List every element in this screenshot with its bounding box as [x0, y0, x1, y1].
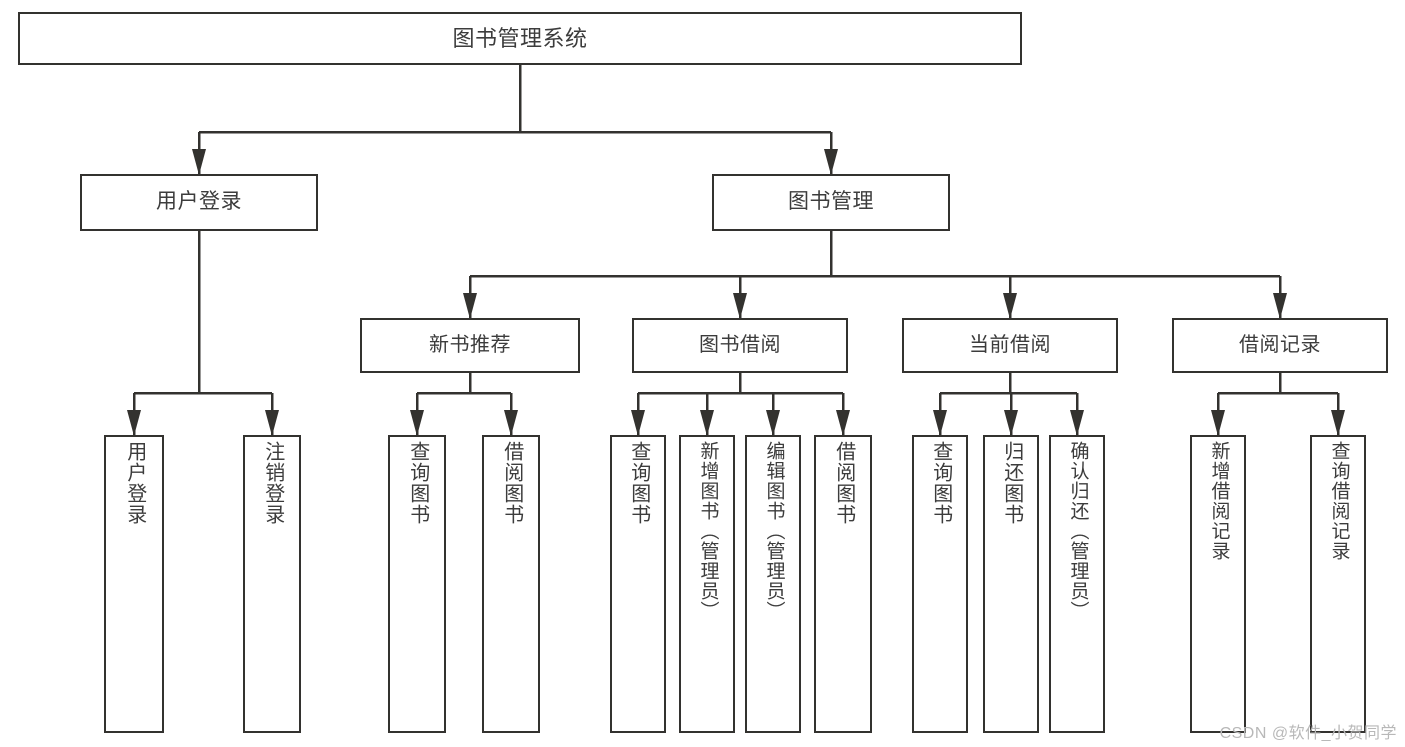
node-leaf-cur-confirm[interactable]: 确认归还（管理员） — [1049, 435, 1105, 733]
node-leaf-cur-return[interactable]: 归还图书 — [983, 435, 1039, 733]
node-leaf-rec-search[interactable]: 查询借阅记录 — [1310, 435, 1366, 733]
node-label: 借阅记录 — [1239, 334, 1321, 356]
node-label: 注销登录 — [261, 441, 284, 525]
node-label: 当前借阅 — [969, 334, 1051, 356]
node-book-borrow[interactable]: 图书借阅 — [632, 318, 848, 373]
node-user-login[interactable]: 用户登录 — [80, 174, 318, 231]
node-leaf-rec-borrow[interactable]: 借阅图书 — [482, 435, 540, 733]
node-label: 借阅图书 — [832, 441, 855, 525]
watermark-text: CSDN @软件_小贺同学 — [1219, 725, 1397, 742]
node-label: 图书借阅 — [699, 334, 781, 356]
node-borrow-record[interactable]: 借阅记录 — [1172, 318, 1388, 373]
node-label: 新书推荐 — [429, 334, 511, 356]
node-label: 查询图书 — [929, 441, 952, 525]
node-label: 查询借阅记录 — [1328, 441, 1350, 561]
node-leaf-book-borrow[interactable]: 借阅图书 — [814, 435, 872, 733]
node-label: 确认归还（管理员） — [1067, 441, 1089, 621]
node-label: 归还图书 — [1000, 441, 1023, 525]
node-current-borrow[interactable]: 当前借阅 — [902, 318, 1118, 373]
node-label: 用户登录 — [123, 441, 146, 525]
node-leaf-user-logout[interactable]: 注销登录 — [243, 435, 301, 733]
node-leaf-rec-add[interactable]: 新增借阅记录 — [1190, 435, 1246, 733]
node-leaf-user-login[interactable]: 用户登录 — [104, 435, 164, 733]
node-book-manage[interactable]: 图书管理 — [712, 174, 950, 231]
node-label: 借阅图书 — [500, 441, 523, 525]
node-label: 查询图书 — [627, 441, 650, 525]
node-label: 用户登录 — [156, 190, 242, 214]
node-new-book-rec[interactable]: 新书推荐 — [360, 318, 580, 373]
node-leaf-rec-query[interactable]: 查询图书 — [388, 435, 446, 733]
node-leaf-cur-query[interactable]: 查询图书 — [912, 435, 968, 733]
node-label: 新增图书（管理员） — [697, 441, 719, 621]
node-leaf-book-add[interactable]: 新增图书（管理员） — [679, 435, 735, 733]
node-label: 图书管理系统 — [452, 25, 588, 51]
node-label: 查询图书 — [406, 441, 429, 525]
node-leaf-book-edit[interactable]: 编辑图书（管理员） — [745, 435, 801, 733]
node-label: 新增借阅记录 — [1208, 441, 1230, 561]
node-label: 编辑图书（管理员） — [763, 441, 785, 621]
node-leaf-borrow-query[interactable]: 查询图书 — [610, 435, 666, 733]
node-label: 图书管理 — [788, 190, 874, 214]
node-root[interactable]: 图书管理系统 — [18, 12, 1022, 65]
